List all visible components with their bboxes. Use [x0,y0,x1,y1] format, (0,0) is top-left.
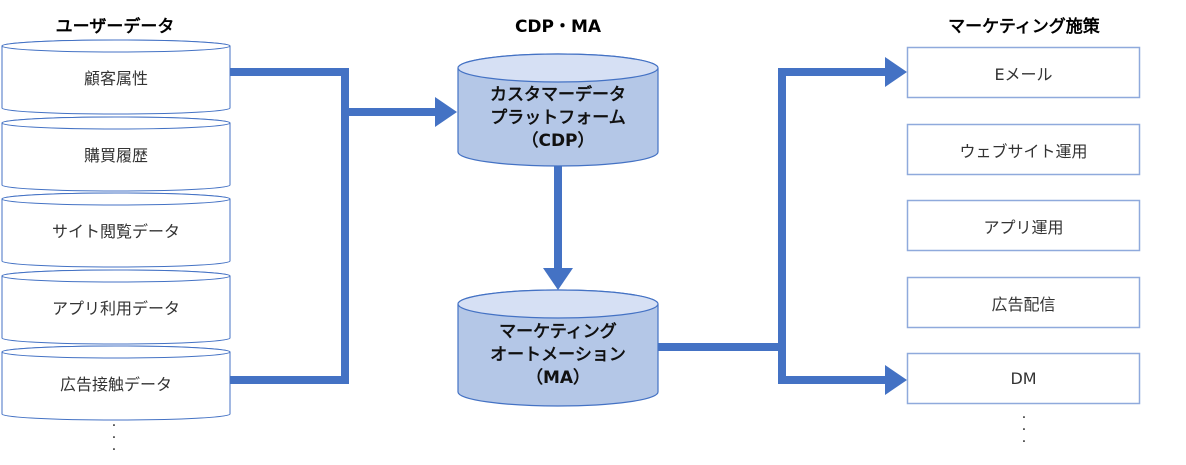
ma-cylinder [457,289,659,407]
user-data-item-ad-exposure: 広告接触データ [59,375,172,394]
ma-cylinder-top [457,289,659,319]
arrowhead-to-dm-icon [885,365,907,395]
ma-label: マーケティング オートメーション （MA） [458,321,658,390]
ma-label-line2: オートメーション [490,345,626,365]
marketing-item-website: ウェブサイト運用 [959,141,1088,161]
connector-left-bracket [230,68,349,384]
heading-marketing: マーケティング施策 [948,17,1100,37]
marketing-item-app: アプリ運用 [983,217,1064,237]
cdp-label-line1: カスタマーデータ [490,85,626,105]
user-data-cylinder-4-top [1,269,231,283]
user-data-cylinder-1-top [1,39,231,53]
user-data-cylinder-2-top [1,116,231,130]
cdp-cylinder [457,53,659,167]
arrowhead-to-ma-icon [543,268,573,290]
user-data-item-purchase-history: 購買履歴 [83,146,148,165]
cdp-cylinder-top [457,53,659,83]
heading-cdp-ma: CDP・MA [514,17,602,37]
user-data-cylinder-3 [1,192,231,268]
marketing-ellipsis: ··· [1021,410,1027,450]
heading-user-data: ユーザーデータ [55,17,175,37]
cdp-label-line2: プラットフォーム [490,108,626,128]
marketing-box-3 [906,199,1141,252]
cdp-label: カスタマーデータ プラットフォーム （CDP） [458,84,658,153]
user-data-item-customer-attributes: 顧客属性 [83,69,148,88]
user-data-cylinder-3-top [1,192,231,206]
ma-label-line3: （MA） [525,368,591,388]
marketing-box-4 [906,276,1141,329]
marketing-box-1 [906,46,1141,99]
arrowhead-to-cdp-icon [435,97,457,127]
marketing-item-ads: 広告配信 [991,294,1056,314]
user-data-item-site-browsing: サイト閲覧データ [51,222,180,241]
user-data-cylinder-1 [1,39,231,115]
user-data-ellipsis: ··· [111,418,117,458]
marketing-item-dm: DM [1010,369,1037,388]
user-data-item-app-usage: アプリ利用データ [51,299,180,318]
marketing-item-email: Eメール [994,64,1053,84]
user-data-cylinder-5 [1,345,231,421]
ma-label-line1: マーケティング [499,322,617,342]
user-data-cylinder-5-top [1,345,231,359]
user-data-cylinder-2 [1,116,231,192]
cdp-label-line3: （CDP） [521,131,595,151]
user-data-cylinder-4 [1,269,231,345]
marketing-box-2 [906,123,1141,176]
arrowhead-to-email-icon [885,57,907,87]
connector-right-bracket [778,68,886,384]
marketing-box-5 [906,352,1141,405]
